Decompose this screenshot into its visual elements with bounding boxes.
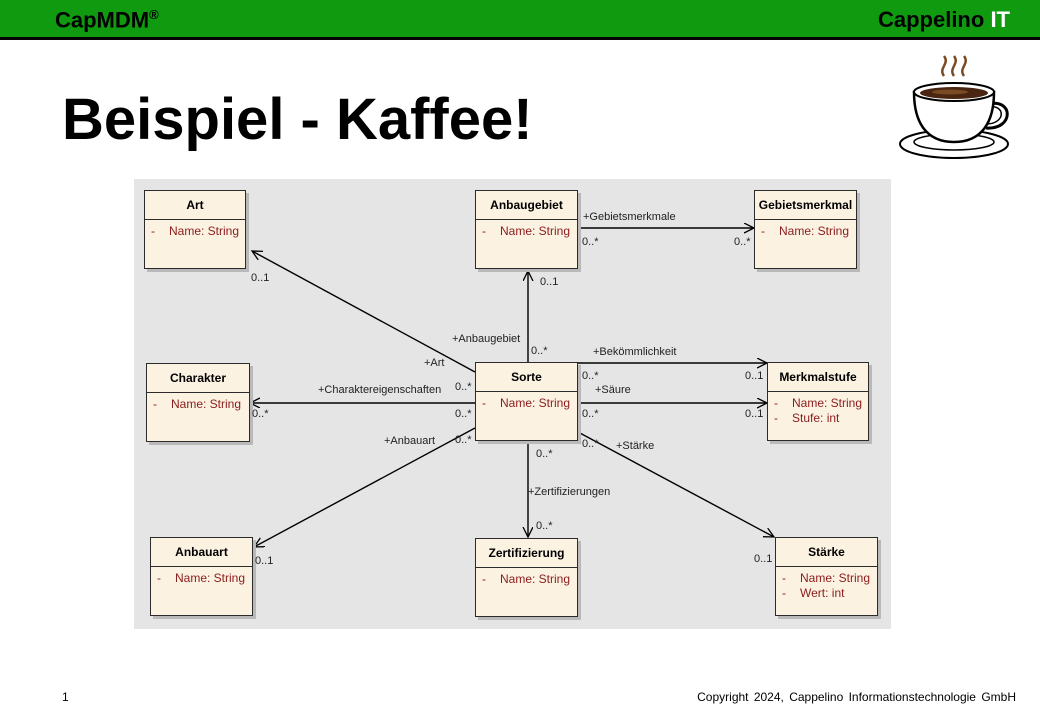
role-label-anbauart: +Anbauart (384, 435, 436, 447)
header-bar: CapMDM® Cappelino IT (0, 0, 1040, 40)
multiplicity-label: 0..1 (255, 555, 274, 567)
class-zertifizierung: Zertifizierung -Name: String (475, 538, 578, 617)
multiplicity-label: 0..1 (251, 272, 270, 284)
class-gebietsmerkmal: Gebietsmerkmal -Name: String (754, 190, 857, 269)
multiplicity-label: 0..1 (745, 408, 764, 420)
class-attribute: -Name: String (151, 224, 240, 238)
role-label-gebietsmerkmale: +Gebietsmerkmale (583, 211, 676, 223)
class-name: Zertifizierung (476, 539, 577, 568)
role-label-anbaugebiet: +Anbaugebiet (452, 333, 521, 345)
class-attribute: -Wert: int (782, 586, 845, 600)
multiplicity-label: 0..* (455, 381, 472, 393)
class-name: Gebietsmerkmal (755, 191, 856, 220)
multiplicity-label: 0..* (455, 434, 472, 446)
multiplicity-label: 0..* (531, 345, 548, 357)
role-label-art: +Art (424, 357, 445, 369)
class-attribute: -Stufe: int (774, 411, 840, 425)
class-name: Anbauart (151, 538, 252, 567)
role-label-charakter: +Charaktereigenschaften (318, 384, 442, 396)
class-anbauart: Anbauart -Name: String (150, 537, 253, 616)
multiplicity-label: 0..* (582, 236, 599, 248)
class-attribute: -Name: String (761, 224, 850, 238)
brand-cappelino-text: Cappelino (877, 7, 985, 32)
class-name: Merkmalstufe (768, 363, 868, 392)
multiplicity-label: 0..1 (745, 370, 764, 382)
class-name: Stärke (776, 538, 877, 567)
copyright-text: Copyright 2024, Cappelino Informationste… (697, 690, 1016, 704)
class-sorte: Sorte -Name: String (475, 362, 578, 441)
brand-it-text: IT (990, 7, 1010, 32)
page-number: 1 (62, 690, 69, 704)
brand-capmdm: CapMDM® (55, 7, 159, 33)
class-name: Anbaugebiet (476, 191, 577, 220)
role-label-zertifizierungen: +Zertifizierungen (528, 486, 611, 498)
coffee-cup-icon (896, 52, 1016, 167)
class-attribute: -Name: String (774, 396, 863, 410)
class-art: Art -Name: String (144, 190, 246, 269)
class-name: Art (145, 191, 245, 220)
class-merkmalstufe: Merkmalstufe -Name: String -Stufe: int (767, 362, 869, 441)
role-label-staerke: +Stärke (616, 440, 655, 452)
class-staerke: Stärke -Name: String -Wert: int (775, 537, 878, 616)
class-name: Sorte (476, 363, 577, 392)
multiplicity-label: 0..* (536, 520, 553, 532)
multiplicity-label: 0..* (536, 448, 553, 460)
assoc-staerke-line (577, 431, 774, 537)
class-charakter: Charakter -Name: String (146, 363, 250, 442)
brand-cappelino: Cappelino IT (878, 7, 1010, 33)
brand-capmdm-text: CapMDM (55, 7, 150, 33)
multiplicity-label: 0..1 (540, 276, 559, 288)
class-attribute: -Name: String (782, 571, 871, 585)
multiplicity-label: 0..* (734, 236, 751, 248)
class-name: Charakter (147, 364, 249, 393)
class-attribute: -Name: String (482, 396, 571, 410)
role-label-saeure: +Säure (595, 384, 631, 396)
class-attribute: -Name: String (153, 397, 242, 411)
assoc-art-line (252, 251, 476, 373)
class-anbaugebiet: Anbaugebiet -Name: String (475, 190, 578, 269)
registered-mark: ® (149, 7, 159, 22)
multiplicity-label: 0..* (582, 370, 599, 382)
role-label-bekoemmlichkeit: +Bekömmlichkeit (593, 346, 677, 358)
multiplicity-label: 0..* (252, 408, 269, 420)
class-attribute: -Name: String (482, 224, 571, 238)
class-attribute: -Name: String (157, 571, 246, 585)
class-attribute: -Name: String (482, 572, 571, 586)
assoc-anbauart-line (254, 427, 476, 547)
multiplicity-label: 0..* (582, 438, 599, 450)
multiplicity-label: 0..1 (754, 553, 773, 565)
slide-title: Beispiel - Kaffee! (62, 87, 533, 152)
multiplicity-label: 0..* (455, 408, 472, 420)
multiplicity-label: 0..* (582, 408, 599, 420)
uml-class-diagram: Art -Name: String Anbaugebiet -Name: Str… (134, 179, 891, 629)
association-lines (134, 179, 891, 629)
